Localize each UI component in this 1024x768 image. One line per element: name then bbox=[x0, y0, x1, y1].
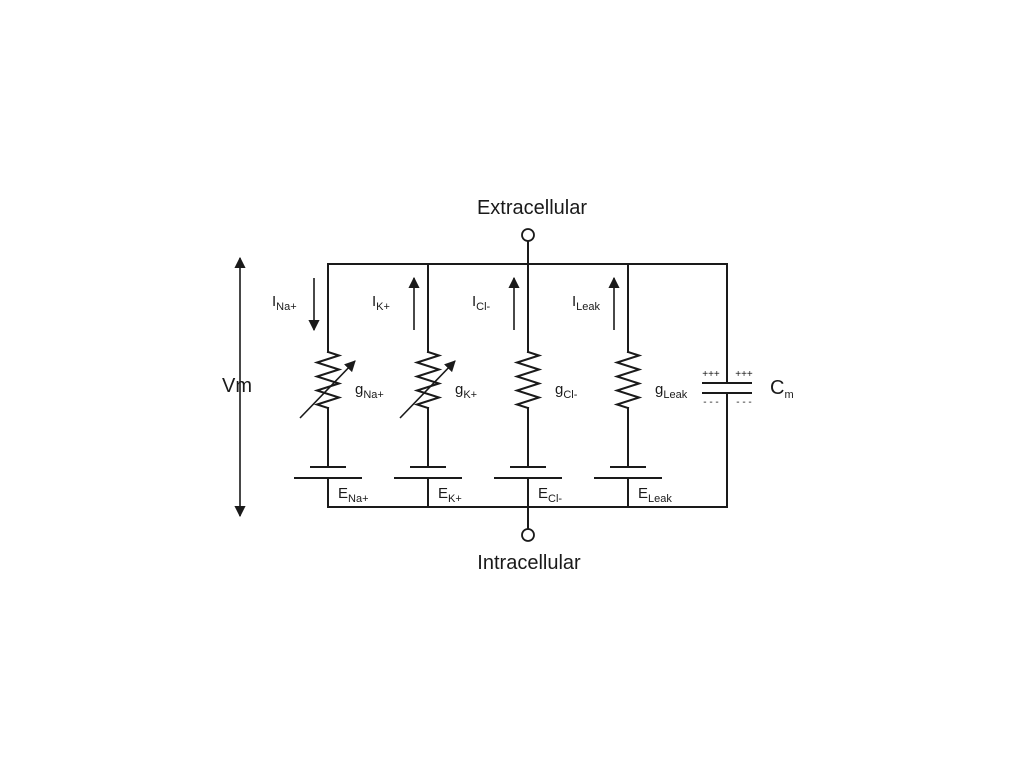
branch-na-current-label: INa+ bbox=[272, 293, 297, 313]
branch-leak-resistor bbox=[613, 350, 643, 410]
branch-leak-conductance-label: gLeak bbox=[655, 381, 688, 401]
capacitor-top-charge-right: +++ bbox=[735, 369, 753, 380]
branch-na-variable-arrow bbox=[299, 360, 356, 419]
branch-cl-resistor bbox=[513, 350, 543, 410]
branch-cl-conductance-label: gCl- bbox=[555, 381, 578, 401]
branch-k-variable-arrow bbox=[399, 360, 456, 419]
intracellular-terminal bbox=[521, 528, 535, 542]
capacitor-top-charge-left: +++ bbox=[702, 369, 720, 380]
branch-na: INa+ gNa+ ENa+ bbox=[272, 263, 384, 508]
branch-cl: ICl-gCl- ECl- bbox=[472, 263, 578, 508]
intracellular-label: Intracellular bbox=[477, 552, 581, 574]
branch-cl-battery-label: ECl- bbox=[538, 485, 562, 505]
capacitor-label: Cm bbox=[770, 377, 794, 401]
branch-leak-battery-label: ELeak bbox=[638, 485, 672, 505]
branch-na-battery-label: ENa+ bbox=[338, 485, 369, 505]
branch-k-battery-label: EK+ bbox=[438, 485, 462, 505]
branch-leak-current-label: ILeak bbox=[572, 293, 601, 313]
branch-k-resistor bbox=[413, 350, 443, 410]
branch-na-conductance-label: gNa+ bbox=[355, 381, 384, 401]
vm-label: Vm bbox=[222, 375, 252, 397]
ion-branches: INa+ gNa+ ENa+ IK+ gK+ EK+ ICl-gCl- ECl- ILeak gL… bbox=[272, 263, 688, 508]
branch-k-conductance-label: gK+ bbox=[455, 381, 477, 401]
extracellular-label: Extracellular bbox=[477, 197, 587, 219]
branch-k: IK+ gK+ EK+ bbox=[372, 263, 477, 508]
capacitor-bottom-charge-left: - - - bbox=[703, 397, 719, 408]
membrane-capacitor: +++ +++ - - - - - - Cm bbox=[702, 263, 794, 508]
branch-k-current-label: IK+ bbox=[372, 293, 390, 313]
extracellular-terminal bbox=[521, 228, 535, 242]
capacitor-bottom-charge-right: - - - bbox=[736, 397, 752, 408]
branch-cl-current-label: ICl- bbox=[472, 293, 491, 313]
branch-na-resistor bbox=[313, 350, 343, 410]
